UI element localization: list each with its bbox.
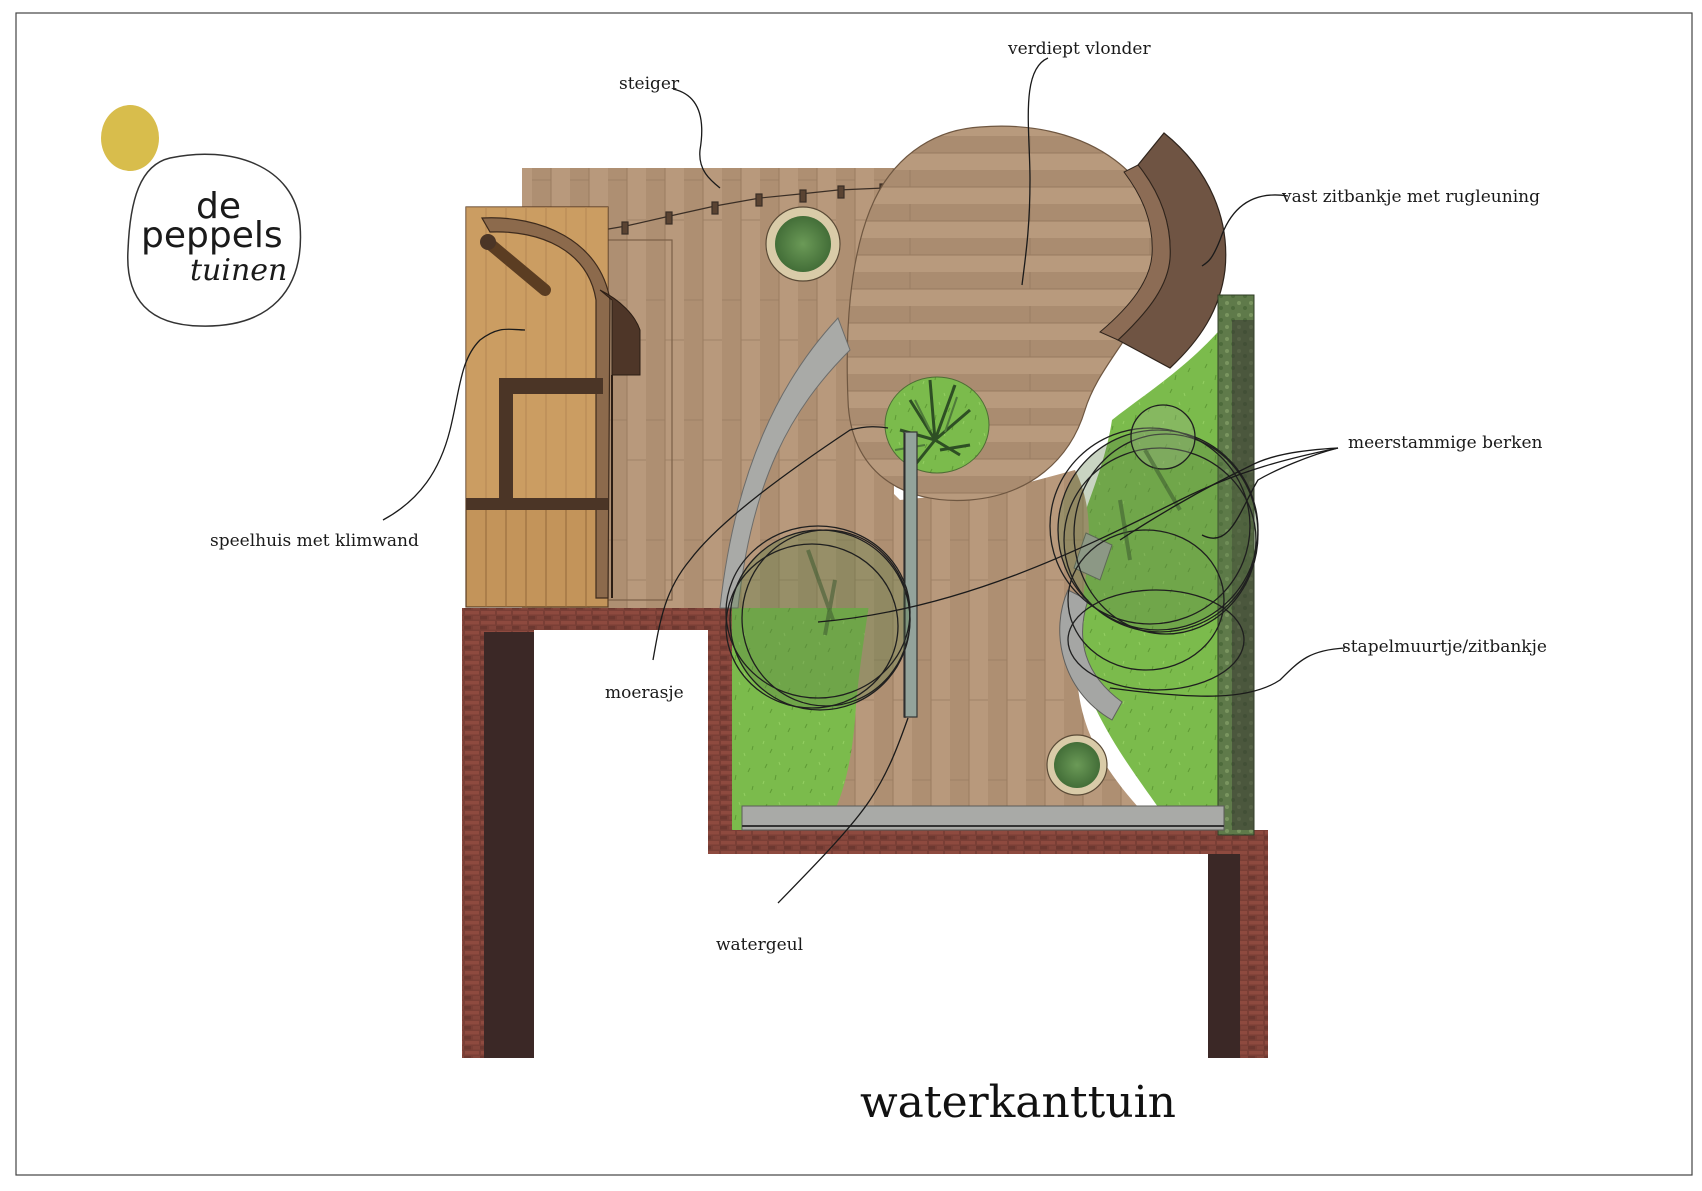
logo-text-de: de	[196, 186, 241, 227]
leader-lines	[382, 57, 1346, 904]
logo-text-peppels: peppels	[141, 215, 283, 256]
leader-watergeul	[777, 717, 909, 904]
speelhuis-roof	[480, 217, 611, 599]
left-wall-shadow	[484, 632, 534, 1058]
leader-stapelmuurtje	[1109, 647, 1346, 697]
logo-text-tuinen: tuinen	[190, 253, 287, 288]
logo: de peppels tuinen	[101, 105, 302, 327]
label-speelhuis: speelhuis met klimwand	[210, 531, 419, 551]
speelhuis-roof-dark	[599, 289, 641, 376]
stapelmuurtje	[1059, 589, 1123, 721]
garden-plan	[462, 125, 1268, 1058]
birch-right	[1049, 404, 1259, 691]
labels: steiger verdiept vlonder vast zitbankje …	[210, 39, 1547, 955]
speelhuis-beam-top	[499, 378, 603, 394]
speelhuis-pole-cap	[480, 234, 496, 250]
logo-blob-outline	[127, 153, 302, 327]
right-wall-shadow	[1208, 854, 1240, 1058]
grass-right	[1065, 305, 1240, 810]
label-zitbankje: vast zitbankje met rugleuning	[1281, 187, 1540, 207]
speelhuis-beam-post	[499, 378, 513, 508]
watergeul	[903, 431, 918, 718]
logo-dot-icon	[101, 105, 159, 171]
step-wall	[708, 608, 732, 854]
page-frame	[15, 12, 1693, 1176]
label-berken: meerstammige berken	[1348, 433, 1543, 453]
leader-verdiept-vlonder	[1021, 57, 1049, 286]
planter-bottom-shrub	[1054, 742, 1100, 788]
leader-berken	[1119, 447, 1339, 541]
zitbankje-seat	[1099, 164, 1171, 341]
label-stapelmuurtje: stapelmuurtje/zitbankje	[1342, 637, 1547, 657]
brick-walls	[462, 608, 1268, 1058]
bottom-wall	[708, 830, 1268, 854]
hedge-right-shadow	[1232, 320, 1254, 830]
birch-trees	[725, 404, 1259, 711]
birch-left	[725, 525, 911, 711]
label-steiger: steiger	[619, 74, 680, 94]
planter-grasses	[884, 376, 990, 474]
page-title: waterkanttuin	[860, 1077, 1176, 1128]
speelhuis	[465, 206, 641, 608]
leader-moerasje	[652, 426, 889, 661]
left-top-wall	[462, 608, 710, 630]
label-moerasje: moerasje	[605, 683, 684, 703]
leader-berken-3	[1201, 447, 1339, 539]
leader-steiger	[672, 88, 721, 189]
label-verdiept-vlonder: verdiept vlonder	[1007, 39, 1151, 59]
leader-berken-2	[817, 447, 1339, 623]
speelhuis-beam-low	[466, 498, 608, 510]
planter-top-shrub	[775, 216, 831, 272]
leader-speelhuis	[382, 328, 526, 521]
leader-zitbankje	[1201, 194, 1289, 267]
speelhuis-pole	[484, 238, 551, 296]
label-watergeul: watergeul	[716, 935, 803, 955]
